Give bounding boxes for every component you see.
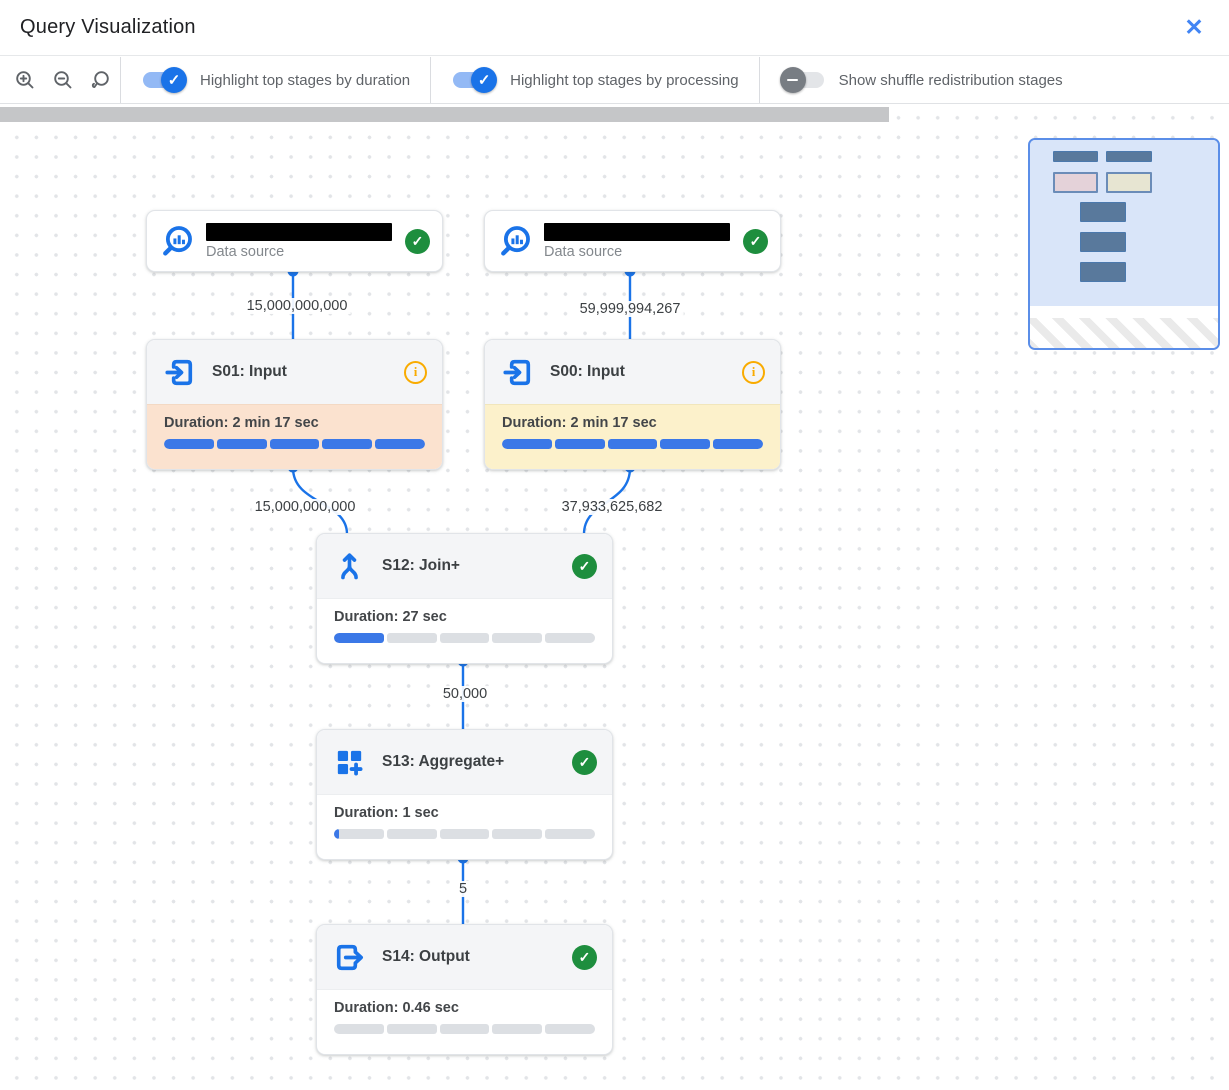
toolbar-divider	[430, 57, 432, 103]
stage-node-s14[interactable]: S14: Output ✓ Duration: 0.46 sec	[316, 924, 613, 1055]
toggle-show-shuffle[interactable]	[779, 67, 826, 93]
edge-label: 15,000,000,000	[243, 298, 351, 314]
toolbar: ✓ Highlight top stages by duration ✓ Hig…	[0, 57, 1229, 104]
data-source-node[interactable]: Data source ✓	[146, 210, 443, 272]
zoom-reset-button[interactable]	[82, 61, 120, 99]
duration-label: Duration: 2 min 17 sec	[502, 415, 657, 431]
status-success-icon: ✓	[743, 228, 768, 254]
zoom-reset-icon	[91, 71, 109, 88]
status-success-icon: ✓	[572, 944, 597, 970]
stage-node-s13[interactable]: S13: Aggregate+ ✓ Duration: 1 sec	[316, 729, 613, 860]
stage-duration-section: Duration: 1 sec	[317, 794, 612, 859]
toggle-group-duration: ✓ Highlight top stages by duration	[121, 67, 430, 93]
data-source-label: Data source	[206, 243, 285, 260]
data-source-label: Data source	[544, 243, 623, 260]
edge-label: 50,000	[439, 686, 491, 702]
page-title: Query Visualization	[20, 16, 196, 38]
toggle-group-processing: ✓ Highlight top stages by processing	[431, 67, 758, 93]
minimap-node-datasource	[1106, 151, 1152, 162]
stage-duration-section: Duration: 27 sec	[317, 598, 612, 663]
redacted-table-name	[544, 222, 730, 241]
minimap-viewport	[1030, 140, 1218, 306]
minimap-node-stage	[1080, 262, 1126, 282]
bigquery-table-icon	[501, 226, 530, 256]
redacted-table-name	[206, 222, 392, 241]
stage-duration-section: Duration: 2 min 17 sec	[147, 404, 442, 469]
zoom-out-icon	[54, 71, 72, 89]
toggle-thumb-minus-icon	[779, 67, 806, 93]
minimap-out-of-bounds-hatch	[1030, 318, 1218, 348]
minimap-gap	[1030, 306, 1218, 318]
status-success-icon: ✓	[572, 749, 597, 775]
minimap-node-datasource	[1053, 151, 1098, 162]
edge-label: 15,000,000,000	[251, 499, 359, 515]
close-button[interactable]: ✕	[1179, 13, 1209, 43]
edge-label: 59,999,994,267	[576, 301, 684, 317]
minimap[interactable]	[1028, 138, 1220, 350]
toggle-label-processing: Highlight top stages by processing	[510, 71, 739, 89]
zoom-in-icon	[16, 71, 34, 89]
toggle-thumb-check-icon: ✓	[161, 67, 187, 93]
duration-progress-bar	[164, 439, 425, 449]
minimap-node-stage-processing	[1106, 172, 1152, 193]
zoom-out-button[interactable]	[44, 61, 82, 99]
status-success-icon: ✓	[572, 553, 597, 579]
input-icon	[165, 359, 193, 385]
info-icon[interactable]: i	[742, 360, 765, 384]
toggle-highlight-processing[interactable]: ✓	[451, 67, 498, 93]
graph-canvas[interactable]: 15,000,000,000 59,999,994,267 15,000,000…	[0, 104, 1229, 1090]
aggregate-icon	[337, 750, 363, 775]
duration-label: Duration: 2 min 17 sec	[164, 415, 319, 431]
stage-title: S00: Input	[550, 363, 625, 380]
minimap-node-stage	[1080, 232, 1126, 252]
toggle-thumb-check-icon: ✓	[471, 67, 498, 93]
duration-label: Duration: 27 sec	[334, 609, 447, 625]
output-icon	[336, 944, 363, 970]
dialog-header: Query Visualization ✕	[0, 0, 1229, 56]
join-icon	[341, 552, 358, 579]
minimap-node-stage-duration	[1053, 172, 1098, 193]
stage-node-s00[interactable]: S00: Input i Duration: 2 min 17 sec	[484, 339, 781, 470]
horizontal-scrollbar[interactable]	[0, 107, 889, 122]
stage-duration-section: Duration: 0.46 sec	[317, 989, 612, 1054]
stage-title: S14: Output	[382, 948, 470, 965]
stage-node-s12[interactable]: S12: Join+ ✓ Duration: 27 sec	[316, 533, 613, 664]
duration-label: Duration: 0.46 sec	[334, 1000, 459, 1016]
stage-title: S01: Input	[212, 363, 287, 380]
edge-label: 5	[455, 881, 471, 897]
stage-title: S12: Join+	[382, 557, 460, 574]
toolbar-divider	[758, 57, 760, 103]
toggle-label-shuffle: Show shuffle redistribution stages	[838, 71, 1063, 89]
minimap-node-stage	[1080, 202, 1126, 222]
toolbar-divider	[120, 57, 121, 103]
duration-label: Duration: 1 sec	[334, 805, 439, 821]
info-icon[interactable]: i	[404, 360, 427, 384]
stage-title: S13: Aggregate+	[382, 753, 505, 770]
input-icon	[503, 359, 531, 385]
close-icon: ✕	[1184, 14, 1204, 40]
toggle-highlight-duration[interactable]: ✓	[141, 67, 187, 93]
stage-node-s01[interactable]: S01: Input i Duration: 2 min 17 sec	[146, 339, 443, 470]
zoom-in-button[interactable]	[6, 61, 44, 99]
duration-progress-bar	[334, 1024, 595, 1034]
duration-progress-bar	[502, 439, 763, 449]
toggle-label-duration: Highlight top stages by duration	[200, 71, 411, 89]
bigquery-table-icon	[163, 226, 192, 256]
stage-duration-section: Duration: 2 min 17 sec	[485, 404, 780, 469]
toggle-group-shuffle: Show shuffle redistribution stages	[760, 67, 1083, 93]
duration-progress-bar	[334, 829, 595, 839]
data-source-node[interactable]: Data source ✓	[484, 210, 781, 272]
edge-label: 37,933,625,682	[558, 499, 666, 515]
status-success-icon: ✓	[405, 228, 430, 254]
duration-progress-bar	[334, 633, 595, 643]
